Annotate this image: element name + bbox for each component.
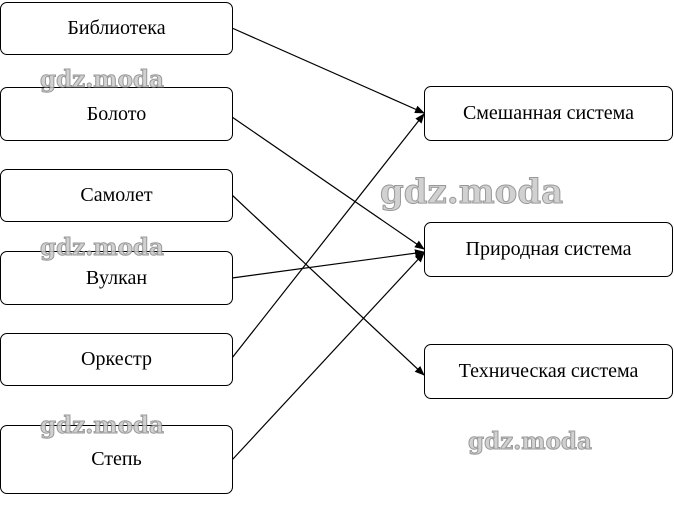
box-label: Степь [91,448,142,470]
arrow-plane-technical [231,194,425,376]
arrow-library-mixed [231,27,425,114]
arrow-volcano-natural [231,249,425,279]
left-box-plane: Самолет [0,169,233,222]
box-label: Самолет [80,184,153,206]
right-box-mixed-system: Смешанная система [424,86,673,141]
box-label: Техническая система [458,360,639,382]
arrow-swamp-natural [231,116,425,250]
left-box-volcano: Вулкан [0,251,233,305]
right-box-technical-system: Техническая система [424,344,673,399]
left-box-swamp: Болото [0,87,233,141]
left-box-orchestra: Оркестр [0,333,233,386]
box-label: Смешанная система [462,102,635,124]
right-box-natural-system: Природная система [424,222,673,277]
left-box-steppe: Степь [0,425,233,494]
box-label: Вулкан [85,266,148,289]
arrow-orchestra-mixed [231,113,425,359]
box-label: Болото [86,102,147,125]
box-label: Библиотека [67,17,166,39]
box-label: Оркестр [81,348,152,370]
arrow-steppe-natural [231,252,425,461]
left-box-library: Библиотека [0,2,233,55]
box-label: Природная система [465,238,632,260]
